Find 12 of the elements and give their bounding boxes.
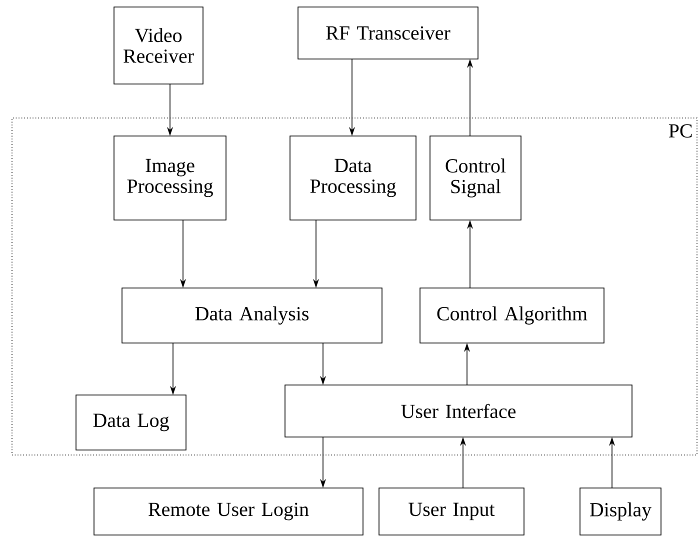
process-box: User Input (378, 488, 524, 536)
process-box: RF Transceiver (298, 6, 478, 60)
process-box: User Interface (284, 384, 632, 438)
process-box: Data Processing (290, 136, 416, 220)
process-box: Data Analysis (122, 288, 382, 344)
process-box: Display (580, 488, 662, 536)
process-box: Remote User Login (94, 488, 364, 536)
process-box: Control Signal (430, 136, 522, 220)
process-box: Video Receiver (114, 6, 204, 84)
process-box: Control Algorithm (420, 288, 604, 344)
process-box: Image Processing (114, 136, 226, 220)
process-box: Data Log (76, 394, 186, 450)
